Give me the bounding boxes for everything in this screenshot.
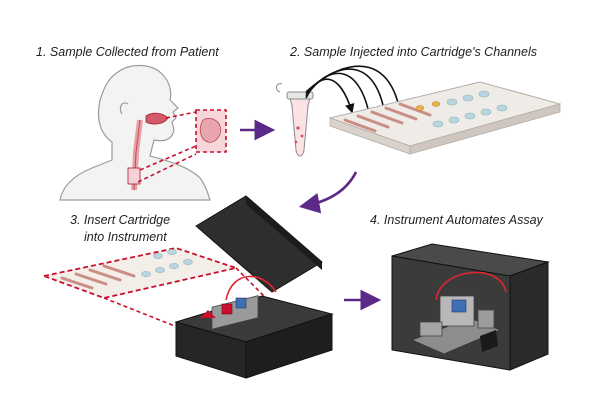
tissue-sample-icon [195,109,227,153]
step-4-label: 4. Instrument Automates Assay [370,213,544,227]
cartridge-dashed-icon [40,247,240,299]
cartridge-icon [328,81,562,155]
instrument-closed-icon [391,243,550,371]
step-3-label-line2: into Instrument [84,230,167,244]
arrow-step2-to-step3 [298,171,358,214]
instrument-open-icon [174,195,334,379]
step-3-label: 3. Insert Cartridge [70,213,170,227]
step-2-label: 2. Sample Injected into Cartridge's Chan… [289,45,537,59]
step-1-label: 1. Sample Collected from Patient [36,45,219,59]
sample-callout [137,111,197,183]
patient-head-icon [59,64,211,201]
